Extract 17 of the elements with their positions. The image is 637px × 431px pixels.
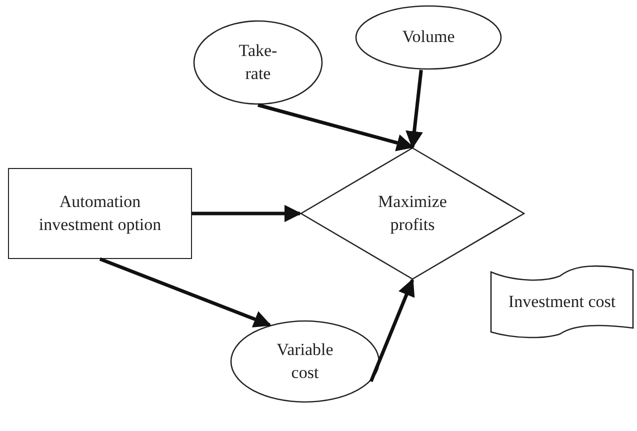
process-box <box>8 168 192 259</box>
node-label: Take-rate <box>238 40 278 84</box>
ellipse-node <box>193 20 323 105</box>
node-label: Variable cost <box>276 339 334 384</box>
arrow <box>406 70 423 149</box>
arrow <box>99 257 272 328</box>
arrow <box>192 204 302 222</box>
decision-diamond <box>300 147 525 280</box>
ellipse-node <box>355 5 502 70</box>
document-shape <box>490 266 634 338</box>
arrow <box>369 278 415 382</box>
node-label: Volume <box>402 26 455 48</box>
arrow <box>258 103 414 152</box>
node-label: Investment cost <box>508 290 616 313</box>
ellipse-node <box>230 320 380 403</box>
node-label: Automation investment option <box>38 191 162 236</box>
node-label: Maximize profits <box>377 191 448 236</box>
